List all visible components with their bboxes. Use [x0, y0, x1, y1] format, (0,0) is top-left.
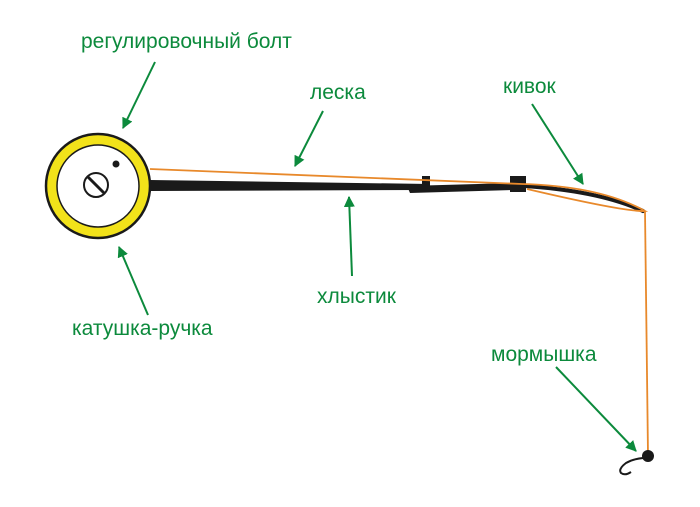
reel: [44, 132, 152, 240]
label-nod: кивок: [503, 75, 557, 98]
bolt-slot: [86, 175, 106, 195]
label-rod: хлыстик: [317, 285, 397, 308]
fishing-line-drop: [644, 210, 649, 456]
label-jig: мормышка: [491, 343, 597, 366]
fishing-line: [149, 168, 649, 212]
jig: [619, 450, 654, 476]
rod-shaft: [150, 180, 430, 191]
arrow-nod: [531, 103, 584, 185]
hook-icon: [619, 457, 644, 476]
label-line: леска: [310, 81, 366, 104]
rod-tip: [407, 183, 514, 193]
arrow-jig: [555, 366, 637, 452]
arrow-reel: [117, 245, 149, 316]
label-bolt: регулировочный болт: [81, 30, 292, 53]
arrow-rod: [343, 195, 355, 277]
jig-head: [642, 450, 654, 462]
line-guide: [422, 176, 430, 188]
nod: [522, 184, 645, 213]
arrow-bolt: [122, 61, 156, 129]
arrow-line: [294, 110, 324, 167]
label-reel: катушка-ручка: [72, 317, 213, 340]
reel-dot: [112, 160, 120, 168]
